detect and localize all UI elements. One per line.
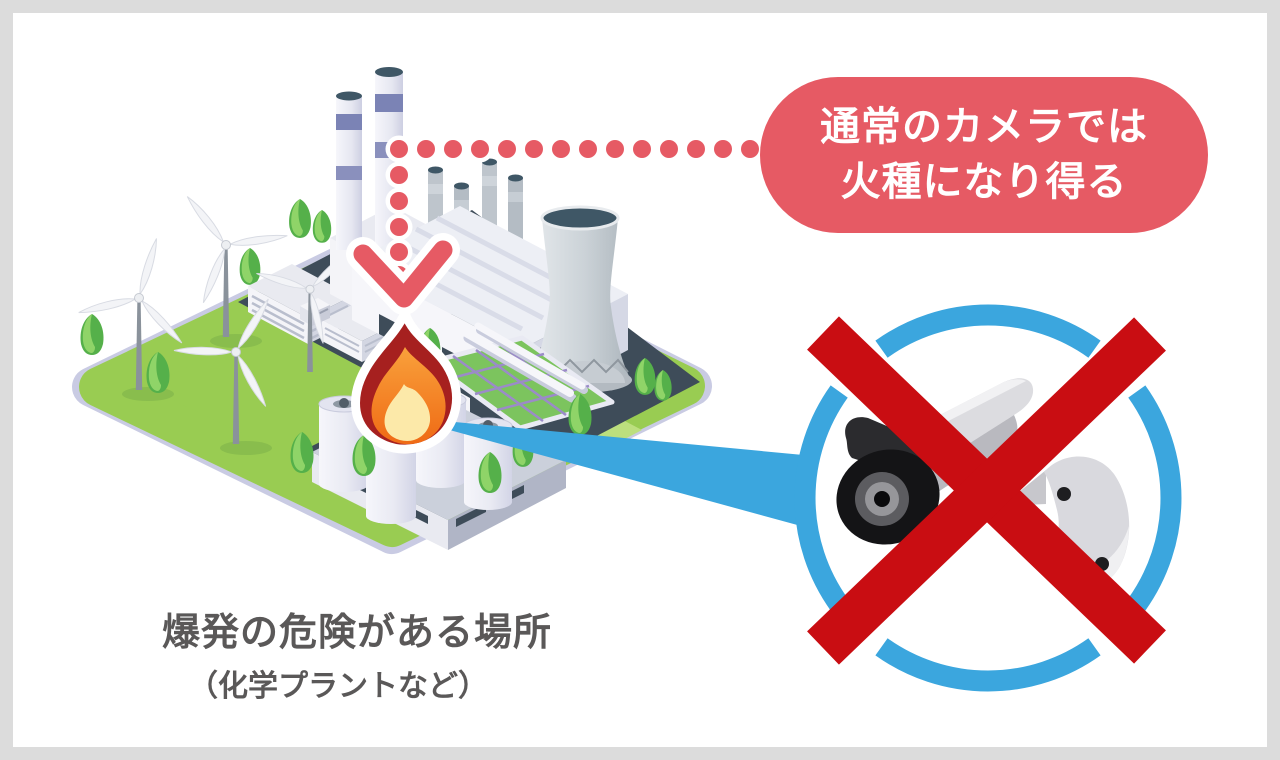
callout-bubble: 通常のカメラでは 火種になり得る	[760, 77, 1208, 233]
caption-title: 爆発の危険がある場所	[161, 612, 552, 654]
prohibition-circle	[794, 304, 1182, 692]
wind-turbine-icon	[77, 193, 353, 455]
x-mark-icon	[807, 316, 1166, 665]
callout-line1: 通常のカメラでは	[820, 104, 1148, 149]
arrow-down-icon	[346, 233, 460, 315]
flame-icon	[351, 308, 462, 454]
camera-beam	[402, 417, 814, 526]
prohibition-sign	[794, 304, 1182, 692]
callout-line2: 火種になり得る	[840, 160, 1128, 204]
caption-subtitle: （化学プラントなど）	[188, 670, 488, 703]
solar-panel-building	[424, 322, 615, 431]
